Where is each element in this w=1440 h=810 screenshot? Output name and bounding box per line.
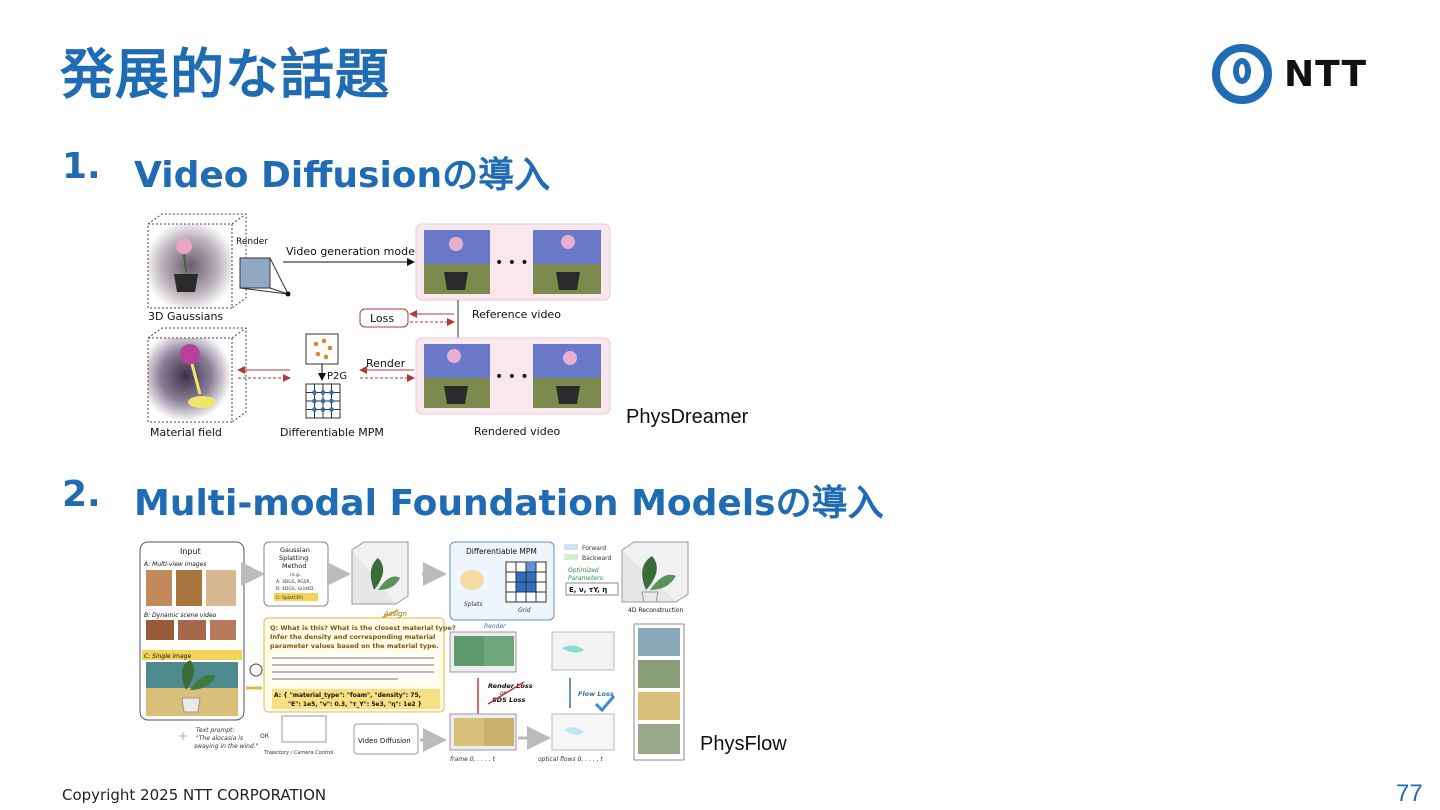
answer-line: "E": 1e5, "ν": 0.3, "τ_Y": 5e3, "η": 1e2…: [288, 701, 422, 708]
physdreamer-diagram: 3D Gaussians Render Video generation mod…: [147, 213, 611, 439]
gs-example-line: A: 3DGS, PGSR,: [276, 579, 311, 585]
page-number: 77: [1396, 780, 1423, 807]
section-number: 2.: [62, 474, 101, 515]
trajectory-label: Trajectory / Camera Control: [264, 750, 334, 756]
flow-loss-label: Flow Loss: [578, 690, 614, 698]
p2g-label: P2G: [327, 371, 347, 382]
mpm-grid-icon: [305, 383, 341, 419]
loss-box: [359, 308, 409, 328]
mpm-title: Differentiable MPM: [466, 547, 537, 556]
material-field-label: Material field: [150, 426, 222, 439]
optimized-label: Optimized: [568, 567, 599, 574]
backward-swatch: [564, 554, 578, 560]
rendered-dots: • • •: [495, 369, 529, 385]
assign-label: Assign: [383, 610, 407, 618]
prompt-line: swaying in the wind.": [194, 743, 259, 750]
single-label: C: Single image: [144, 653, 191, 660]
gaussians-cube: [147, 213, 247, 309]
ntt-logo-icon: [1212, 44, 1272, 104]
check-icon: [594, 695, 616, 713]
backward-label: Backward: [582, 555, 612, 562]
answer-line: A: { "material_type": "foam", "density":…: [274, 692, 421, 699]
render-label: Render: [484, 623, 506, 630]
camera-frustum-icon: [239, 257, 291, 297]
render-loss-or: or: [500, 690, 507, 697]
question-line: parameter values based on the material t…: [270, 642, 439, 650]
params-label: E, ν, τY, η: [569, 586, 607, 594]
grid-label: Grid: [518, 607, 531, 614]
physdreamer-figure: 3D Gaussians Render Video generation mod…: [138, 210, 618, 442]
forward-label: Forward: [582, 545, 606, 552]
recon-cube: [621, 541, 689, 603]
section-heading-2: 2. Multi-modal Foundation Modelsの導入: [62, 474, 884, 526]
forward-swatch: [564, 544, 578, 550]
recon-label: 4D Reconstruction: [628, 607, 683, 614]
llm-icon: [249, 663, 263, 677]
gs-example-line: C: Splatt3R): [276, 595, 303, 601]
prompt-line: "The alocasia is: [196, 735, 243, 742]
video-gen-label: Video generation model: [286, 245, 418, 258]
particles-icon: [305, 333, 339, 365]
ntt-logo: NTT: [1212, 44, 1367, 104]
reference-dots: • • •: [495, 255, 529, 271]
gs-method-line: Method: [282, 562, 306, 570]
slide-title: 発展的な話題: [60, 43, 390, 106]
mpm-label: Differentiable MPM: [280, 426, 384, 439]
ntt-logo-text: NTT: [1284, 53, 1368, 95]
video-diffusion-box: [353, 723, 419, 755]
loss-label: Loss: [370, 312, 394, 325]
splats-label: Splats: [464, 601, 482, 608]
optimized-label: Parameters:: [568, 575, 605, 582]
gs-example-line: B: 4DGS, Grid4D,: [276, 586, 315, 592]
prompt-line: Text prompt:: [196, 727, 234, 734]
copyright-footer: Copyright 2025 NTT CORPORATION: [62, 786, 327, 804]
flow-axis-label: optical flows 0, . . . , t: [538, 756, 603, 763]
gaussians-label: 3D Gaussians: [148, 310, 223, 323]
physflow-label: PhysFlow: [700, 733, 787, 755]
material-field-cube: [147, 327, 247, 423]
render-loss-label: Render Loss: [488, 682, 533, 690]
question-line: Q: What is this? What is the closest mat…: [270, 624, 456, 632]
physflow-figure: Input A: Multi-view images B: Dynamic sc…: [138, 538, 698, 764]
physflow-diagram: Input A: Multi-view images B: Dynamic sc…: [139, 541, 689, 763]
video-diffusion-label: Video Diffusion: [358, 737, 411, 745]
grid-icon: [505, 561, 547, 603]
question-line: Infer the density and corresponding mate…: [270, 633, 435, 641]
gs-method-line: Splatting: [279, 554, 308, 562]
multiview-label: A: Multi-view images: [143, 561, 207, 568]
section-text: Video Diffusionの導入: [134, 155, 551, 196]
reference-video-label: Reference video: [472, 308, 561, 321]
physdreamer-label: PhysDreamer: [626, 406, 749, 428]
section-heading-1: 1. Video Diffusionの導入: [62, 146, 550, 198]
gs-example-line: (e.g.,: [290, 572, 302, 578]
splat-cube: [351, 541, 409, 605]
render2-label: Render: [366, 357, 406, 370]
dynamic-label: B: Dynamic scene video: [144, 612, 217, 619]
render-label: Render: [236, 237, 268, 247]
input-title: Input: [180, 547, 201, 556]
section-text: Multi-modal Foundation Modelsの導入: [134, 483, 884, 524]
trajectory-box: [281, 715, 327, 743]
plus-icon: +: [178, 729, 188, 743]
sds-loss-label: SDS Loss: [492, 696, 525, 704]
frame-axis-label: frame 0, . . . , t: [450, 756, 496, 763]
flow-frames-top: [551, 631, 615, 671]
or-label: OR: [260, 733, 269, 740]
rendered-video-label: Rendered video: [474, 425, 560, 438]
section-number: 1.: [62, 146, 101, 187]
gs-method-line: Gaussian: [280, 546, 310, 554]
